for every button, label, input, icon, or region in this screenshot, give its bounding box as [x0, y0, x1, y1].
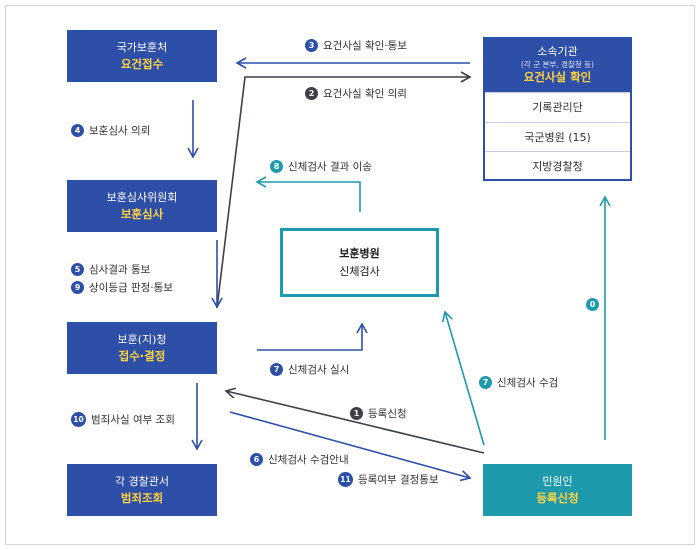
arrow-step-6-11 — [229, 411, 472, 482]
step-text: 신체검사 수검 — [497, 377, 559, 389]
agency-row: 기록관리단 — [485, 92, 630, 122]
node-mpva-title: 국가보훈처 — [116, 40, 168, 54]
step-text: 심사결과 통보 — [89, 264, 151, 276]
step-label-6: 6 신체검사 수검안내 — [250, 452, 349, 467]
node-hospital-title: 보훈병원 — [339, 246, 380, 260]
node-agency-note: (각 군 본부, 경찰청 등) — [521, 60, 594, 70]
node-applicant: 민원인 등록신청 — [483, 464, 632, 516]
node-agency-sub: 요건사실 확인 — [523, 70, 592, 85]
step-label-8: 8 신체검사 결과 이송 — [270, 159, 372, 174]
step-label-10: 10 범죄사실 여부 조회 — [71, 412, 175, 427]
step-number-badge: 9 — [71, 281, 84, 294]
node-agency-header: 소속기관 (각 군 본부, 경찰청 등) 요건사실 확인 — [485, 39, 630, 92]
step-text: 신체검사 실시 — [288, 364, 350, 376]
step-number-badge: 0 — [586, 298, 599, 311]
agency-row: 지방경찰청 — [485, 151, 630, 181]
node-applicant-title: 민원인 — [542, 474, 573, 488]
node-police-title: 각 경찰관서 — [114, 474, 170, 488]
node-office-sub: 접수·결정 — [118, 348, 166, 363]
node-office: 보훈(지)청 접수·결정 — [67, 322, 217, 374]
step-text: 범죄사실 여부 조회 — [91, 414, 175, 426]
arrow-step-7-attend — [441, 310, 485, 446]
step-text: 요건사실 확인·통보 — [323, 40, 407, 52]
agency-row: 국군병원 (15) — [485, 121, 630, 152]
node-agency-title: 소속기관 — [537, 45, 578, 59]
node-hospital-sub: 신체검사 — [339, 264, 380, 278]
step-number-badge: 6 — [250, 453, 263, 466]
step-number-badge: 2 — [305, 87, 318, 100]
step-number-badge: 5 — [71, 263, 84, 276]
node-agency: 소속기관 (각 군 본부, 경찰청 등) 요건사실 확인 기록관리단 국군병원 … — [483, 37, 632, 181]
step-label-1: 1 등록신청 — [350, 406, 407, 421]
step-number-badge: 3 — [305, 39, 318, 52]
step-text: 신체검사 수검안내 — [268, 454, 349, 466]
step-number-badge: 7 — [270, 363, 283, 376]
arrow-step-2 — [216, 71, 472, 309]
arrow-step-8 — [255, 176, 361, 212]
step-number-badge: 8 — [270, 160, 283, 173]
step-label-3: 3 요건사실 확인·통보 — [305, 38, 407, 53]
step-number-badge: 11 — [338, 472, 353, 487]
node-police-sub: 범죄조회 — [120, 490, 164, 505]
step-text: 등록신청 — [368, 408, 407, 420]
node-applicant-sub: 등록신청 — [536, 490, 579, 505]
node-mpva-sub: 요건접수 — [120, 56, 164, 71]
node-committee-sub: 보훈심사 — [120, 206, 164, 221]
step-label-5: 5 심사결과 통보 — [71, 262, 150, 277]
step-number-badge: 4 — [71, 124, 84, 137]
step-label-0: 0 — [586, 298, 604, 311]
step-label-7-attend: 7 신체검사 수검 — [479, 375, 558, 390]
step-label-7-exam: 7 신체검사 실시 — [270, 362, 349, 377]
arrow-step-7-exam — [257, 322, 368, 351]
node-office-title: 보훈(지)청 — [117, 332, 167, 346]
step-number-badge: 1 — [350, 407, 363, 420]
step-label-2: 2 요건사실 확인 의뢰 — [305, 86, 407, 101]
step-text: 신체검사 결과 이송 — [288, 161, 372, 173]
step-number-badge: 10 — [71, 412, 86, 427]
node-mpva: 국가보훈처 요건접수 — [67, 30, 217, 82]
step-label-11: 11 등록여부 결정통보 — [338, 472, 439, 487]
step-label-4: 4 보훈심사 의뢰 — [71, 123, 150, 138]
step-text: 등록여부 결정통보 — [358, 474, 439, 486]
step-number-badge: 7 — [479, 376, 492, 389]
step-text: 상이등급 판정·통보 — [89, 282, 173, 294]
step-text: 보훈심사 의뢰 — [89, 125, 151, 137]
node-committee-title: 보훈심사위원회 — [106, 190, 178, 204]
arrow-step-1 — [224, 387, 485, 454]
step-label-9: 9 상이등급 판정·통보 — [71, 280, 173, 295]
step-text: 요건사실 확인 의뢰 — [323, 88, 407, 100]
node-committee: 보훈심사위원회 보훈심사 — [67, 180, 217, 232]
node-hospital: 보훈병원 신체검사 — [280, 228, 439, 297]
node-police: 각 경찰관서 범죄조회 — [67, 464, 217, 516]
